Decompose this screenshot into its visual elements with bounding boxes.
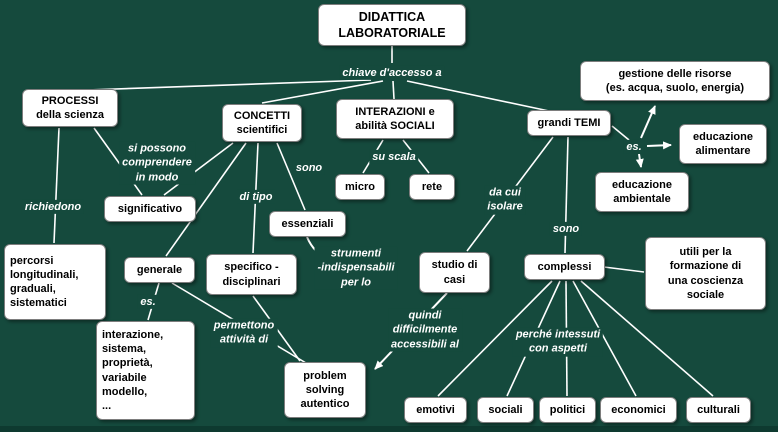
node-generale[interactable]: generale: [124, 257, 195, 283]
node-educazione-alimentare[interactable]: educazione alimentare: [679, 124, 767, 164]
link-label-es-generale: es.: [137, 294, 159, 310]
node-problem-solving-autentico[interactable]: problem solving autentico: [284, 362, 366, 418]
node-studio-di-casi[interactable]: studio di casi: [419, 252, 490, 293]
link-label-richiedono: richiedono: [21, 199, 85, 215]
canvas-bottom-edge: [0, 426, 778, 432]
arrow-es-edu-ambientale: [635, 153, 644, 168]
link-label-sono-concetti: sono: [292, 160, 326, 176]
edge-concetti-generale: [165, 142, 247, 257]
edge-complessi-culturali: [580, 280, 714, 397]
node-politici[interactable]: politici: [539, 397, 596, 423]
node-interazioni-abilita-sociali[interactable]: INTERAZIONI e abilità SOCIALI: [336, 99, 454, 139]
node-processi-della-scienza[interactable]: PROCESSI della scienza: [22, 89, 118, 127]
node-didattica-laboratoriale[interactable]: DIDATTICA LABORATORIALE: [318, 4, 466, 46]
link-label-strumenti: strumenti -indispensabili per lo: [314, 246, 398, 290]
node-esempi-concetti[interactable]: interazione, sistema, proprietà, variabi…: [96, 321, 195, 420]
node-emotivi[interactable]: emotivi: [404, 397, 467, 423]
link-label-permettono: permettono attività di: [210, 318, 278, 348]
node-specifico-disciplinari[interactable]: specifico - disciplinari: [206, 254, 297, 295]
edge-didattica-processi: [85, 79, 372, 91]
node-gestione-risorse[interactable]: gestione delle risorse (es. acqua, suolo…: [580, 61, 770, 101]
link-label-sono-temi: sono: [549, 221, 583, 237]
node-micro[interactable]: micro: [335, 174, 385, 200]
node-concetti-scientifici[interactable]: CONCETTI scientifici: [222, 104, 302, 142]
node-significativo[interactable]: significativo: [104, 196, 196, 222]
node-culturali[interactable]: culturali: [686, 397, 751, 423]
node-sociali[interactable]: sociali: [477, 397, 534, 423]
link-label-chiave-daccesso: chiave d'accesso a: [339, 65, 445, 81]
edge-didattica-interazioni: [392, 80, 395, 100]
node-essenziali[interactable]: essenziali: [269, 211, 346, 237]
link-label-es-temi: es.: [623, 139, 645, 155]
edge-concetti-significativo: [163, 142, 234, 196]
node-grandi-temi[interactable]: grandi TEMI: [527, 110, 611, 136]
edge-complessi-utili: [603, 266, 645, 273]
edge-didattica-concetti: [261, 80, 384, 104]
link-label-su-scala: su scala: [369, 149, 419, 165]
arrow-es-gestione: [640, 105, 656, 139]
edge-concetti-essenziali: [276, 142, 306, 211]
edge-complessi-emotivi: [437, 280, 553, 397]
link-label-di-tipo: di tipo: [236, 189, 276, 205]
link-label-quindi: quindi difficilmente accessibili al: [388, 308, 462, 352]
link-label-si-possono: si possono comprendere in modo: [119, 141, 195, 185]
node-economici[interactable]: economici: [600, 397, 677, 423]
node-complessi[interactable]: complessi: [524, 254, 605, 280]
edge-didattica-grandi-temi: [406, 80, 550, 112]
node-percorsi-longitudinali[interactable]: percorsi longitudinali, graduali, sistem…: [4, 244, 106, 320]
edge-grandi-temi-es: [611, 125, 630, 141]
edge-processi-percorsi: [53, 127, 60, 244]
node-utili-coscienza-sociale[interactable]: utili per la formazione di una coscienza…: [645, 237, 766, 310]
arrow-es-edu-alimentare: [646, 141, 672, 150]
node-educazione-ambientale[interactable]: educazione ambientale: [595, 172, 689, 212]
edge-complessi-economici: [572, 280, 637, 397]
link-label-da-cui-isolare: da cui isolare: [484, 185, 526, 215]
node-rete[interactable]: rete: [409, 174, 455, 200]
link-label-perche-intessuti: perché intessuti con aspetti: [512, 327, 604, 357]
